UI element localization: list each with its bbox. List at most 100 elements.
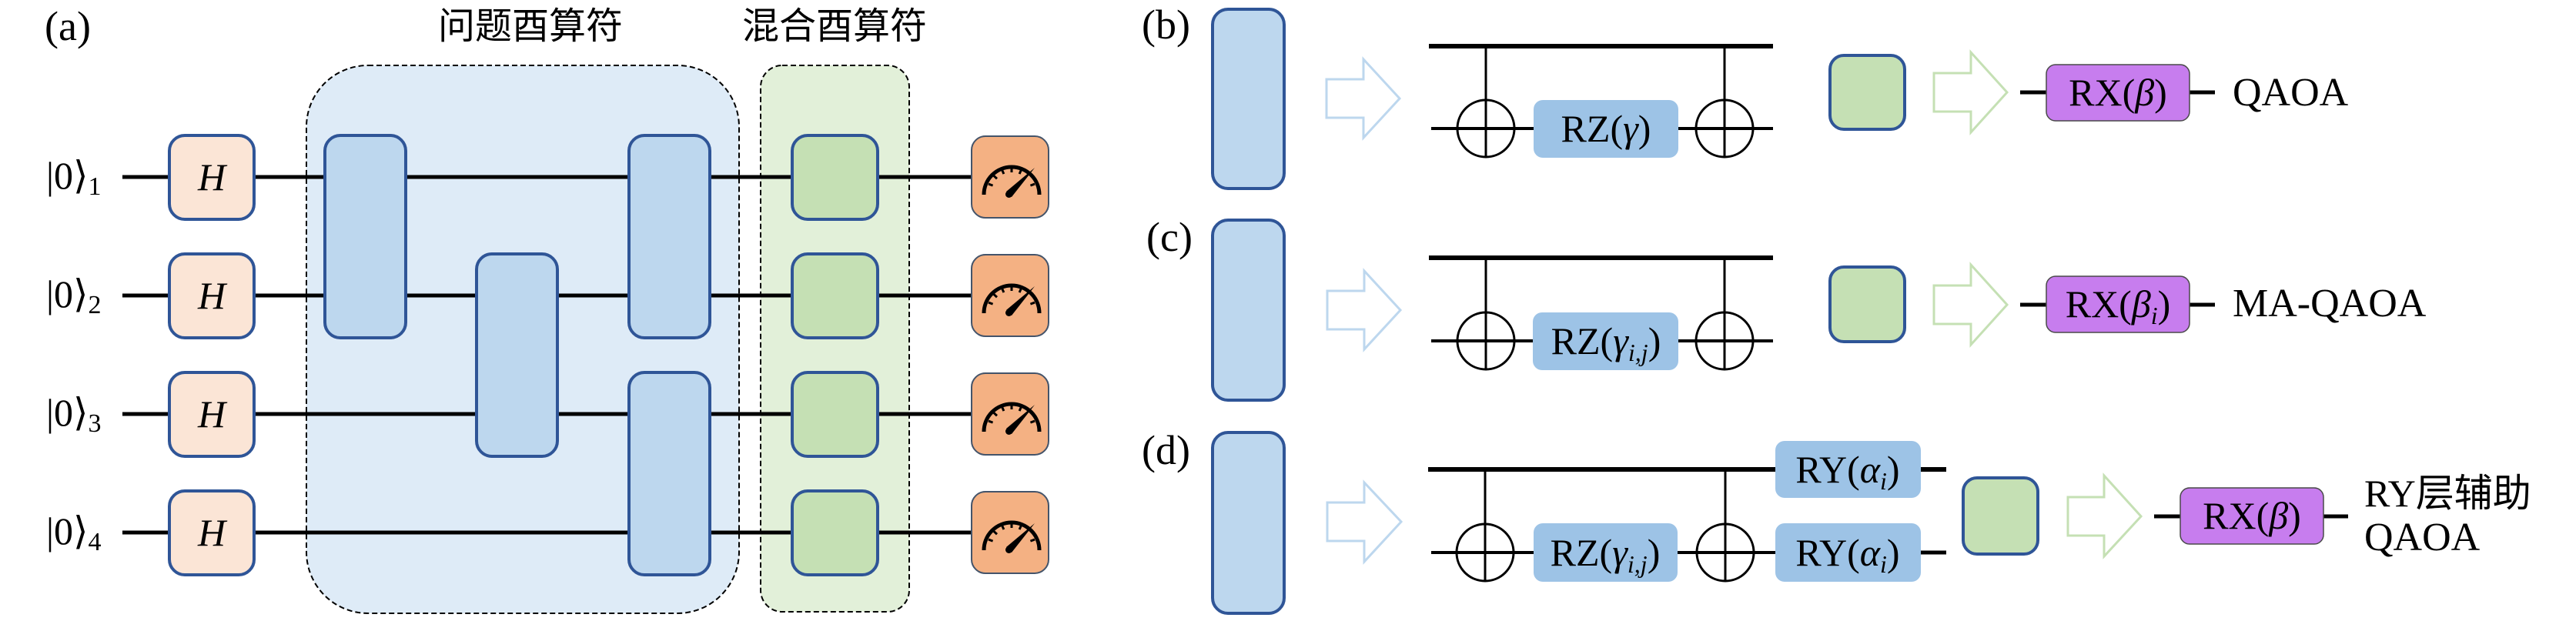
gate-op: RY( xyxy=(1795,531,1859,574)
measurement-box xyxy=(971,135,1049,219)
ket: |0⟩ xyxy=(46,154,89,197)
problem-unitary-title: 问题酉算符 xyxy=(438,5,623,48)
gate-op: RZ( xyxy=(1551,531,1613,574)
gate-subscript: i,j xyxy=(1628,339,1648,366)
problem-gate xyxy=(627,371,711,576)
cnot-target-icon xyxy=(1695,523,1755,583)
rx-gate xyxy=(2180,487,2324,545)
qubit-index: 2 xyxy=(89,291,102,319)
arrow-right-icon xyxy=(1326,479,1403,565)
gate-param: β xyxy=(2134,71,2154,114)
problem-gate xyxy=(475,252,559,458)
rx-gate-label: RX(β) xyxy=(2069,71,2167,114)
gate-op: RZ( xyxy=(1551,319,1614,362)
mixer-gate xyxy=(791,134,879,221)
rz-gate-label: RZ(γi,j) xyxy=(1551,531,1661,578)
arrow-right-icon xyxy=(1325,56,1402,141)
panel-a: (a) 问题酉算符 混合酉算符 |0⟩1 |0⟩2 |0⟩3 |0⟩4 H H … xyxy=(45,3,1049,614)
rx-gate-label: RX(β) xyxy=(2203,494,2301,537)
gate-op: RX( xyxy=(2203,494,2269,537)
panel-label: (b) xyxy=(1142,2,1190,48)
measurement-box xyxy=(971,372,1049,456)
cnot-target-icon xyxy=(1694,311,1755,371)
arrow-right-icon xyxy=(2066,472,2143,559)
mixer-gate xyxy=(1962,476,2039,556)
h-gate-box xyxy=(168,134,256,221)
rx-gate-label: RX(βi) xyxy=(2066,282,2171,329)
method-name-line-1: RY层辅助 xyxy=(2364,472,2531,515)
h-gate: H xyxy=(168,252,256,339)
gate-close: ) xyxy=(1887,448,1900,491)
two-qubit-gate xyxy=(1211,8,1286,190)
h-gate-label: H xyxy=(197,511,228,554)
mixer-gate xyxy=(791,371,879,458)
panel-label: (d) xyxy=(1142,427,1190,473)
panel-c: (c) RZ(γi,j) RX(βi) MA-QAOA xyxy=(1146,214,2427,402)
gate-subscript: i xyxy=(1880,550,1887,578)
h-gate-label: H xyxy=(197,155,228,199)
rz-gate-label: RZ(γ) xyxy=(1561,107,1651,150)
gate-param: α xyxy=(1860,531,1882,574)
qubit-label: |0⟩2 xyxy=(46,272,102,319)
gate-close: ) xyxy=(2288,494,2301,537)
h-gate-label: H xyxy=(197,274,228,317)
qubit-label: |0⟩3 xyxy=(46,391,102,438)
gate-close: ) xyxy=(2154,71,2167,114)
gate-op: RX( xyxy=(2069,71,2135,114)
gate-op: RZ( xyxy=(1561,107,1624,150)
gate-param: γ xyxy=(1623,107,1639,150)
ry-gate-label: RY(αi) xyxy=(1795,448,1899,495)
measurement xyxy=(971,491,1049,574)
panel-b: (b) RZ(γ) RX(β) QAOA xyxy=(1142,2,2349,190)
rz-gate xyxy=(1534,523,1678,582)
rz-gate xyxy=(1533,312,1678,370)
gate-subscript: i xyxy=(2151,302,2158,329)
h-gate: H xyxy=(168,489,256,576)
arrow-right-icon xyxy=(1932,262,2009,348)
cnot-target-icon xyxy=(1455,523,1515,583)
measurement-box xyxy=(971,254,1049,337)
ry-gate xyxy=(1775,441,1921,498)
panel-label: (a) xyxy=(45,3,91,49)
h-gate-box xyxy=(168,489,256,576)
method-name: QAOA xyxy=(2233,71,2349,115)
rz-gate-label: RZ(γi,j) xyxy=(1551,319,1661,366)
gate-close: ) xyxy=(2158,282,2171,326)
h-gate-box xyxy=(168,252,256,339)
cnot-target-icon xyxy=(1456,98,1516,159)
gate-close: ) xyxy=(1638,107,1651,150)
gate-close: ) xyxy=(1648,319,1661,362)
rx-gate xyxy=(2046,275,2190,333)
rx-gate xyxy=(2046,64,2190,122)
measurement xyxy=(971,254,1049,337)
problem-gate xyxy=(627,134,711,339)
qubit-label: |0⟩4 xyxy=(46,509,102,556)
ket: |0⟩ xyxy=(46,272,89,316)
h-gate-box xyxy=(168,371,256,458)
cnot-target-icon xyxy=(1694,98,1755,159)
panel-label: (c) xyxy=(1146,214,1193,260)
mixer-gate xyxy=(1828,54,1906,131)
gate-close: ) xyxy=(1648,531,1661,574)
two-qubit-gate xyxy=(1211,431,1286,615)
h-gate: H xyxy=(168,371,256,458)
gate-param: β xyxy=(2131,282,2151,326)
mixer-gate xyxy=(1828,265,1906,343)
gate-param: γ xyxy=(1612,531,1628,574)
gate-subscript: i xyxy=(1880,467,1887,495)
problem-gate xyxy=(323,134,407,339)
gate-param: γ xyxy=(1613,319,1629,362)
arrow-right-icon xyxy=(1932,49,2009,135)
qubit-label: |0⟩1 xyxy=(46,154,102,201)
rz-gate xyxy=(1534,100,1678,158)
panel-d: (d) RZ(γi,j) RY(αi) RY(αi) RX(β) RY层辅助 Q… xyxy=(1142,427,2531,615)
measurement-box xyxy=(971,491,1049,574)
method-name-line-2: QAOA xyxy=(2364,516,2481,559)
qubit-index: 3 xyxy=(89,409,102,438)
method-name: MA-QAOA xyxy=(2233,282,2427,326)
h-gate-label: H xyxy=(197,392,228,436)
gate-op: RY( xyxy=(1795,448,1859,491)
gate-subscript: i,j xyxy=(1628,550,1648,578)
ket: |0⟩ xyxy=(46,509,89,553)
